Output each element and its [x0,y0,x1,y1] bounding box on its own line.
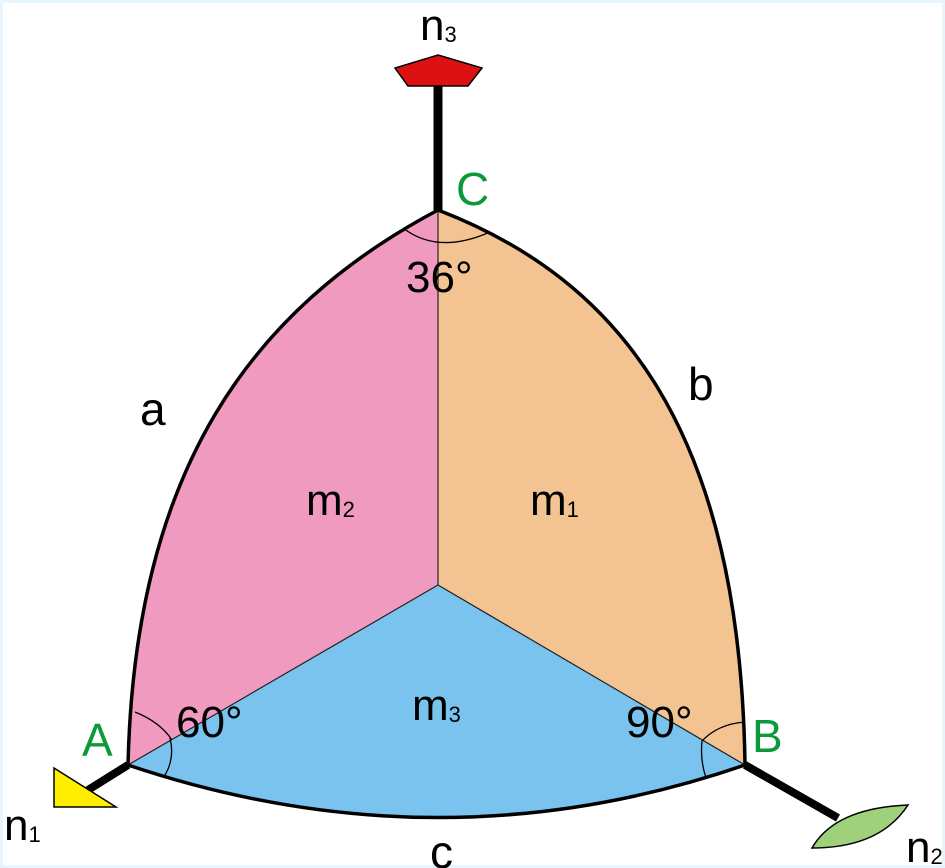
mirror-label-m3: m3 [412,681,461,730]
side-c-arc [127,763,746,820]
face-m1 [438,210,745,765]
pentagon-n3-marker [393,54,484,87]
normal-label-n3-base: n [420,1,444,50]
triangle-n1-marker [53,766,119,808]
mirror-line-b [437,584,746,766]
mirror-label-m2-sub: 2 [343,497,355,522]
mirror-label-m1: m1 [530,476,579,525]
normal-label-n2-sub: 2 [930,844,942,868]
mirror-label-m1-base: m [530,476,567,525]
vertex-label-B: B [752,710,783,762]
side-label-a: a [140,383,166,435]
mirror-label-m3-sub: 3 [449,702,461,727]
face-m2 [128,210,438,765]
side-label-b: b [688,358,714,410]
mirror-label-m2: m2 [306,476,355,525]
mirror-label-m3-base: m [412,681,449,730]
normal-label-n1-sub: 1 [28,822,40,847]
normal-label-n2: n2 [906,823,943,868]
normal-label-n3-sub: 3 [444,22,456,47]
angle-arc-A-inner [134,711,173,741]
angle-label-A: 60° [176,698,243,747]
normal-label-n1-base: n [4,801,28,850]
angle-arc-A [164,737,173,776]
mirror-line-a [127,584,439,766]
angle-arc-C [402,227,491,244]
axis-n1 [85,761,131,794]
side-b-arc [437,208,747,766]
mirror-label-m1-sub: 1 [567,497,579,522]
axis-n2 [743,761,840,822]
angle-label-C: 36° [406,253,473,302]
vertex-label-A: A [82,714,113,766]
vertex-label-C: C [456,163,489,215]
angle-arc-B [701,721,746,742]
side-label-c: c [430,826,453,868]
angle-label-B: 90° [626,698,693,747]
leaf-n2-marker [810,804,910,849]
face-m3 [128,585,745,818]
normal-label-n1: n1 [4,801,41,850]
normal-label-n3: n3 [420,1,457,50]
mirror-label-m2-base: m [306,476,343,525]
angle-arc-B-lower [700,740,707,779]
normal-label-n2-base: n [906,823,930,868]
side-a-arc [126,208,439,766]
